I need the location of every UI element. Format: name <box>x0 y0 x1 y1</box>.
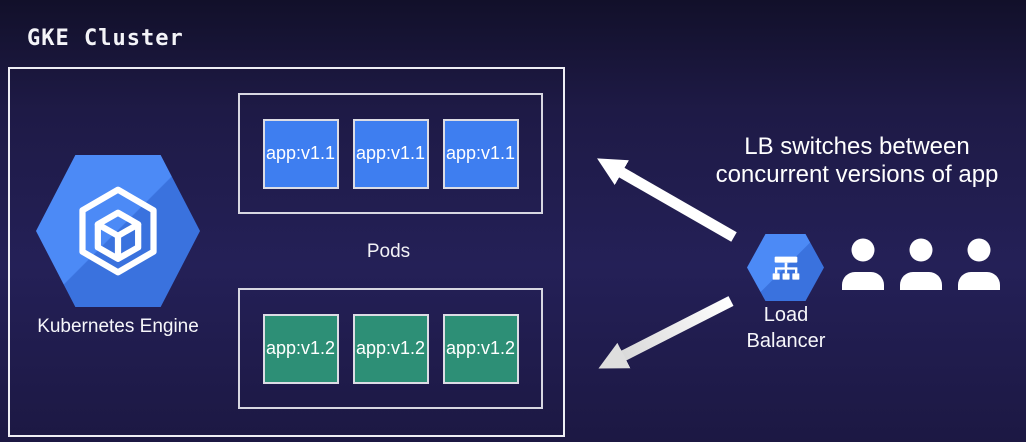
pod-app-v1-1: app:v1.1 <box>352 118 429 189</box>
pod-label: app:v1.2 <box>355 338 426 358</box>
pods-group-v1-2: app:v1.2 app:v1.2 app:v1.2 <box>238 288 543 409</box>
pod-label: app:v1.1 <box>265 143 336 163</box>
pod-label: app:v1.1 <box>355 143 426 163</box>
user-person-icon <box>958 238 1000 290</box>
kubernetes-engine-label: Kubernetes Engine <box>37 316 199 337</box>
pod-app-v1-1: app:v1.1 <box>262 118 339 189</box>
annotation-line-1: LB switches between <box>744 133 970 160</box>
pod-label: app:v1.1 <box>445 143 516 163</box>
pod-app-v1-1: app:v1.1 <box>442 118 519 189</box>
load-balancer-hexagon <box>747 234 824 301</box>
lb-annotation-text: LB switches between concurrent versions … <box>688 133 1026 190</box>
pod-app-v1-2: app:v1.2 <box>262 313 339 384</box>
pod-label: app:v1.2 <box>265 338 336 358</box>
pod-app-v1-2: app:v1.2 <box>352 313 429 384</box>
pods-label: Pods <box>366 241 411 262</box>
load-balancer-icon <box>772 256 799 280</box>
kubernetes-engine-cube-icon <box>79 186 157 276</box>
pods-group-v1-1: app:v1.1 app:v1.1 app:v1.1 <box>238 93 543 214</box>
pod-label: app:v1.2 <box>445 338 516 358</box>
user-person-icon <box>842 238 884 290</box>
arrow-to-v1-2-pods <box>598 296 734 369</box>
load-balancer-label: Load Balancer <box>746 304 826 352</box>
cluster-boundary-box <box>8 67 565 437</box>
users-group <box>839 238 1003 291</box>
user-person-icon <box>900 238 942 290</box>
kubernetes-engine-hexagon <box>36 155 200 307</box>
diagram-title: GKE Cluster <box>27 26 184 51</box>
annotation-line-2: concurrent versions of app <box>715 161 999 189</box>
pod-app-v1-2: app:v1.2 <box>442 313 519 384</box>
